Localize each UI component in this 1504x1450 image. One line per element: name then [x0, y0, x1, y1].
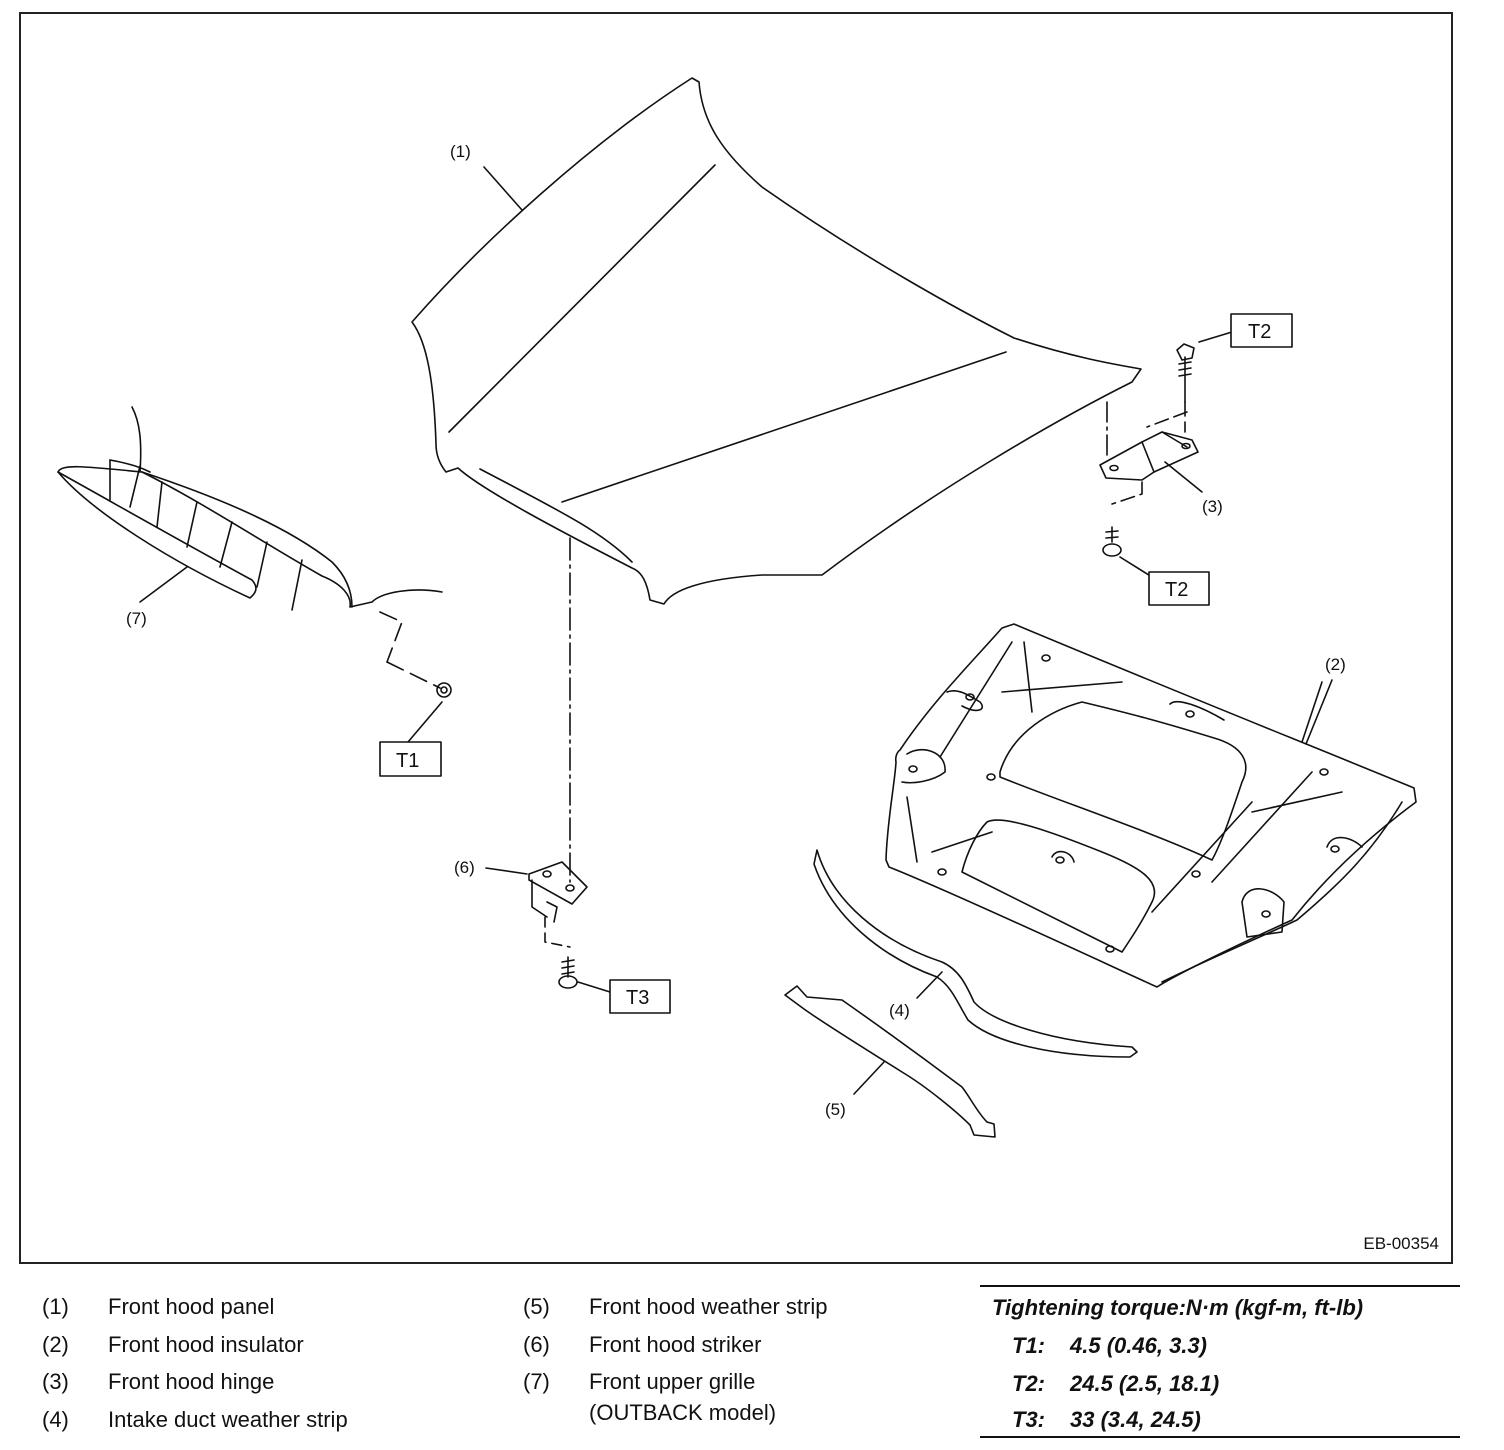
- svg-text:T2: T2: [1248, 321, 1271, 343]
- front-hood-hinge: [1099, 331, 1233, 578]
- callout-1: (1): [450, 142, 471, 161]
- legend-item: (5)Front hood weather strip: [523, 1294, 828, 1319]
- legend-item: (4)Intake duct weather strip: [42, 1406, 348, 1432]
- legend-item: (2)Front hood insulator: [42, 1331, 304, 1357]
- torque-t3-box: T3: [609, 979, 671, 1014]
- legend-item: (7)Front upper grille: [523, 1369, 756, 1394]
- figure-id: EB-00354: [1363, 1234, 1439, 1253]
- legend-item: (6)Front hood striker: [523, 1331, 762, 1357]
- front-hood-striker: [485, 537, 611, 993]
- front-hood-panel: [411, 77, 1142, 605]
- front-hood-weather-strip: [784, 985, 996, 1138]
- tightening-torque-table: Tightening torque:N·m (kgf-m, ft-lb) T1:…: [980, 1285, 1460, 1438]
- legend-item-continuation: (OUTBACK model): [589, 1399, 777, 1425]
- legend-column-middle: (5)Front hood weather strip (6)Front hoo…: [523, 1288, 827, 1431]
- callout-3: (3): [1202, 497, 1223, 516]
- torque-header: Tightening torque:N·m (kgf-m, ft-lb): [992, 1295, 1364, 1320]
- torque-t2-top-box: T2: [1230, 313, 1293, 348]
- torque-row-t1: T1:4.5 (0.46, 3.3): [1012, 1333, 1207, 1358]
- torque-row-t2: T2:24.5 (2.5, 18.1): [1012, 1371, 1220, 1396]
- svg-text:T2: T2: [1165, 579, 1188, 601]
- hood-exploded-view: T1 T2 T2 T3 (1) (2) (3) (4) (5) (6) (7): [57, 77, 1417, 1138]
- front-hood-insulator: [885, 623, 1417, 988]
- legend-column-left: (1)Front hood panel (2)Front hood insula…: [42, 1288, 348, 1438]
- legend-item: (1)Front hood panel: [42, 1294, 275, 1319]
- torque-t1-box: T1: [379, 741, 442, 777]
- exploded-diagram-frame: T1 T2 T2 T3 (1) (2) (3) (4) (5) (6) (7) …: [19, 12, 1453, 1264]
- front-upper-grille: [57, 406, 452, 743]
- svg-text:T3: T3: [626, 987, 649, 1009]
- legend-item: (3)Front hood hinge: [42, 1369, 275, 1394]
- svg-text:T1: T1: [396, 750, 419, 772]
- callout-7: (7): [126, 609, 147, 628]
- torque-t2-bottom-box: T2: [1148, 571, 1210, 606]
- torque-row-t3: T3:33 (3.4, 24.5): [1012, 1407, 1201, 1432]
- callout-5: (5): [825, 1100, 846, 1119]
- callout-4: (4): [889, 1001, 910, 1020]
- intake-duct-weather-strip: [813, 849, 1138, 1058]
- callout-2: (2): [1325, 655, 1346, 674]
- callout-6: (6): [454, 858, 475, 877]
